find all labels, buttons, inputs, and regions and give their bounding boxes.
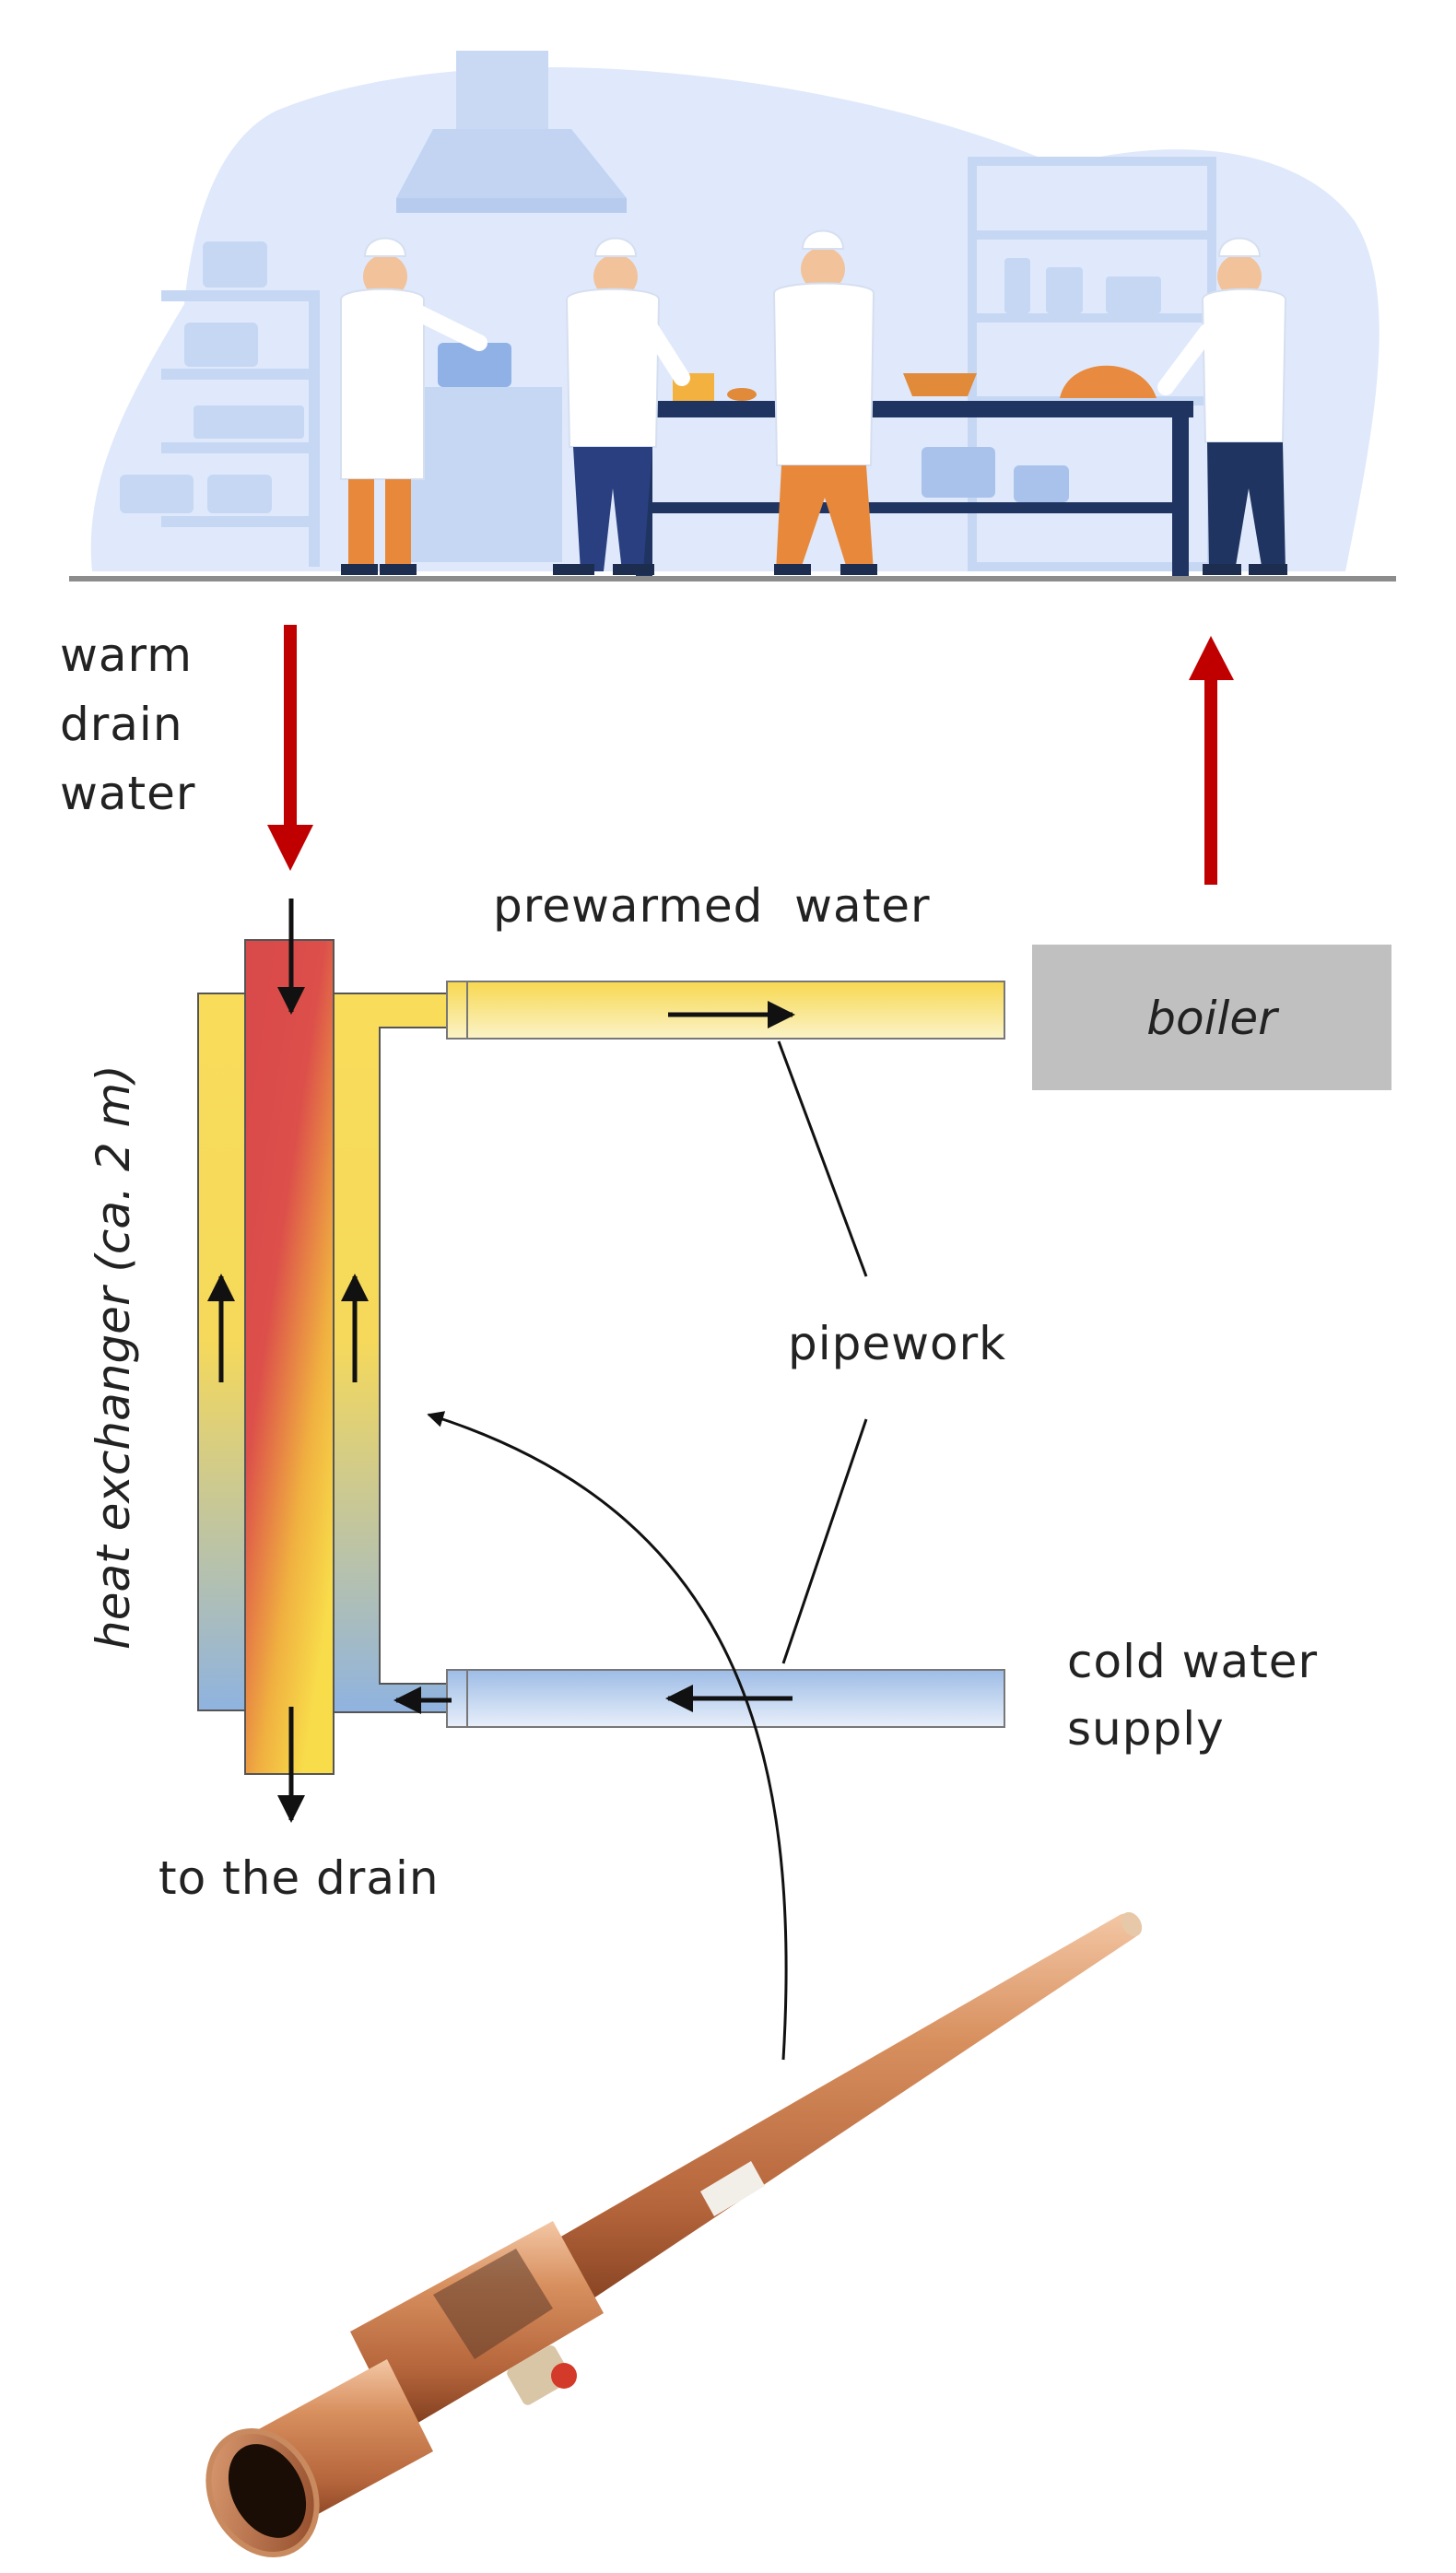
pipework-callout-lines [777,1040,868,1664]
range-hood-rim [396,198,627,213]
heat-exchanger [197,939,452,1775]
boiler-outflow-arrow [1189,636,1234,885]
chef-4 [1157,237,1287,575]
boiler-label: boiler [1146,992,1280,1045]
chef-3 [772,229,877,575]
flow-direction-arrows [207,899,795,1823]
copper-pipe-photo [205,1911,1143,2557]
chef-1 [340,237,487,575]
pipe-label-sticker [700,2161,765,2216]
warm-drain-label-line-1: warm [60,629,193,682]
prewarmed-water-pipe [446,981,1005,1040]
pipework-label: pipework [788,1317,1006,1370]
range-hood-body [396,129,627,198]
drain-pipe [244,939,335,1775]
prewarmed-water-label: prewarmed water [493,879,931,933]
warm-drain-water-label: warm drain water [60,629,195,820]
cold-water-supply-label: cold water supply [1067,1635,1318,1756]
warm-drain-inflow-arrow [267,625,313,871]
table-items [673,365,1157,502]
photo-to-exchanger-curve [427,1411,788,2061]
chef-2 [553,237,690,575]
stove [405,387,562,562]
range-hood [456,51,548,129]
warm-drain-label-line-3: water [60,767,195,820]
boiler: boiler [1032,945,1391,1090]
copper-pipe-long-section [516,1913,1142,2332]
right-cabinet-jars [1004,258,1161,313]
kitchen-floor [69,576,1396,582]
boiler-box [1032,945,1391,1090]
to-the-drain-label: to the drain [159,1851,440,1905]
heat-exchanger-label: heat exchanger (ca. 2 m) [87,1064,140,1650]
cold-water-label-line-2: supply [1067,1702,1225,1756]
cold-water-label-line-1: cold water [1067,1635,1318,1688]
warm-drain-label-line-2: drain [60,698,183,751]
prewarmed-water-pipe-flange [446,981,468,1040]
jacket-connector-top [333,993,452,1713]
jacket-weathering [433,2249,553,2359]
pipe-fitting [507,2345,572,2405]
kitchen-illustration [69,51,1396,582]
stove-pot [438,343,511,387]
left-shelves [120,241,320,567]
